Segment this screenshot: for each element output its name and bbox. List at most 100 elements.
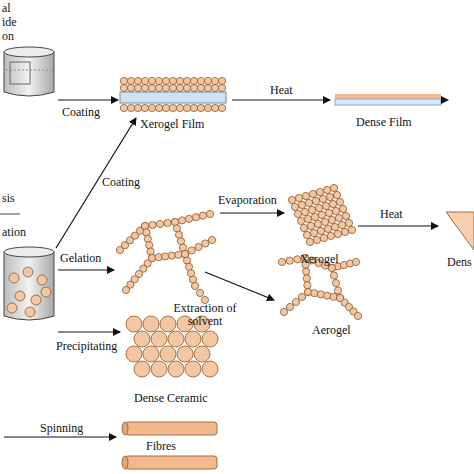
bead [155, 254, 162, 261]
bead [330, 293, 337, 300]
bead [306, 238, 313, 245]
label: Xerogel [300, 253, 339, 266]
bead [149, 221, 156, 228]
bead [168, 252, 175, 259]
bead [317, 227, 324, 234]
label: Dense Film [356, 116, 412, 129]
bead [188, 247, 195, 254]
bead [321, 218, 328, 225]
bead [126, 346, 142, 362]
bead [185, 331, 201, 347]
bead [127, 104, 134, 111]
bead [122, 286, 129, 293]
bead [183, 77, 190, 84]
bead [303, 231, 310, 238]
bead [155, 104, 162, 111]
bead [162, 253, 169, 260]
bead [143, 316, 159, 332]
bead [218, 104, 225, 111]
label: Aerogel [312, 324, 351, 337]
bead [197, 104, 204, 111]
bead [23, 267, 33, 277]
bead [190, 104, 197, 111]
bead [288, 196, 295, 203]
bead [218, 77, 225, 84]
bead [298, 201, 305, 208]
bead [143, 229, 150, 236]
bead [309, 190, 316, 197]
label: ation [2, 226, 26, 239]
substrate [120, 92, 226, 103]
bead [326, 193, 333, 200]
bead [162, 84, 169, 91]
bead [196, 289, 203, 296]
bead [317, 291, 324, 298]
bead [308, 206, 315, 213]
bead [148, 254, 155, 261]
beaker [4, 247, 54, 320]
bead [127, 77, 134, 84]
bead [316, 188, 323, 195]
label: Gelation [60, 252, 101, 265]
bead [218, 84, 225, 91]
bead [120, 77, 127, 84]
bead [295, 194, 302, 201]
bead [160, 346, 176, 362]
dense-film [335, 94, 449, 105]
bead [336, 294, 343, 301]
bead [211, 104, 218, 111]
bead [303, 268, 310, 275]
bead [324, 292, 331, 299]
bead [175, 251, 182, 258]
bead [328, 216, 335, 223]
bead [148, 104, 155, 111]
bead [313, 236, 320, 243]
bead [300, 224, 307, 231]
bead [311, 213, 318, 220]
bead [127, 84, 134, 91]
label: Extraction of solvent [168, 302, 242, 328]
bead [151, 331, 167, 347]
bead [304, 282, 311, 289]
bead [164, 219, 171, 226]
label: Coating [102, 176, 140, 189]
label: Heat [380, 208, 403, 221]
bead [141, 222, 148, 229]
bead [345, 219, 352, 226]
label: Xerogel Film [140, 118, 204, 131]
bead [334, 287, 341, 294]
bead [134, 104, 141, 111]
bead [312, 197, 319, 204]
bead [202, 331, 218, 347]
bead [304, 288, 311, 295]
bead [169, 84, 176, 91]
label: Dens [447, 256, 472, 269]
bead [148, 254, 155, 261]
label: ide [2, 16, 17, 29]
bead [211, 77, 218, 84]
bead [211, 84, 218, 91]
bead [338, 221, 345, 228]
bead [314, 220, 321, 227]
bead [41, 287, 51, 297]
label: Dense Ceramic [134, 392, 208, 405]
bead [160, 316, 176, 332]
bead [141, 84, 148, 91]
label: Fibres [146, 440, 176, 453]
bead [181, 250, 188, 257]
bead [156, 220, 163, 227]
bead [307, 222, 314, 229]
bead [204, 104, 211, 111]
bead [147, 248, 154, 255]
bead [195, 243, 202, 250]
bead [292, 298, 299, 305]
bead [341, 228, 348, 235]
bead [199, 212, 206, 219]
process-arrows [4, 100, 438, 437]
bead [143, 346, 159, 362]
bead [335, 214, 342, 221]
bead [134, 77, 141, 84]
bead [134, 84, 141, 91]
